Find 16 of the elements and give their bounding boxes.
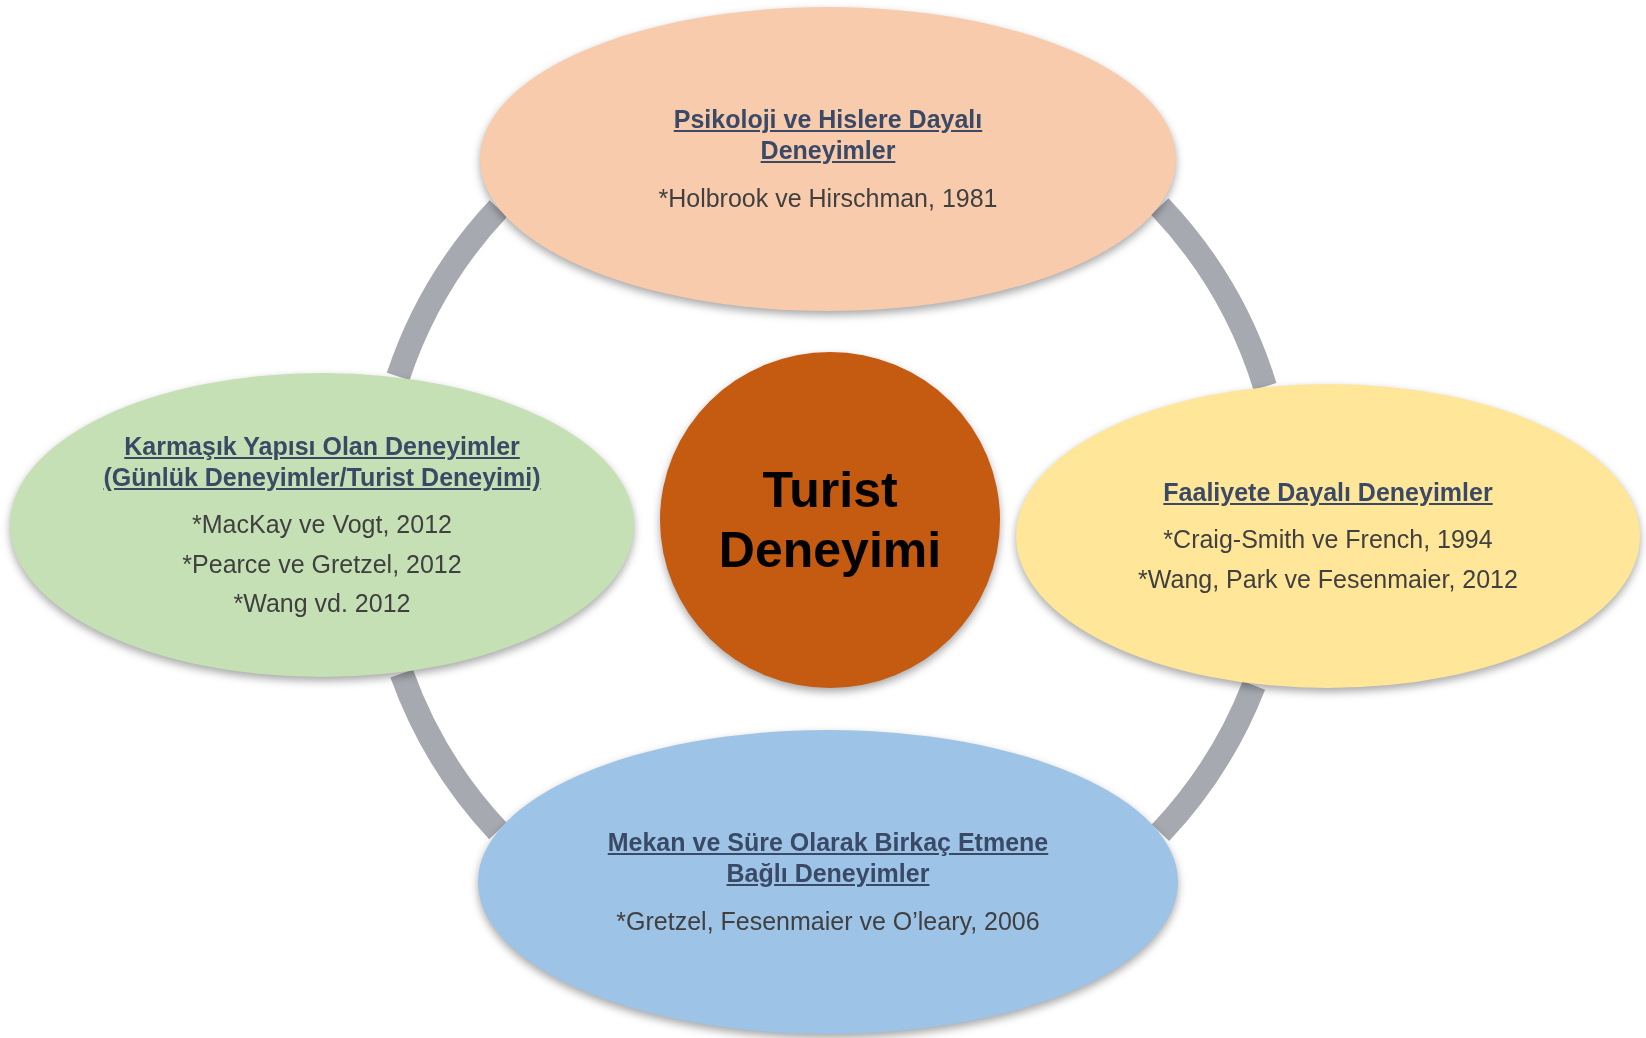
ring-connector <box>387 200 508 381</box>
citation-text: *Wang vd. 2012 <box>233 587 411 619</box>
category-heading: Mekan ve Süre Olarak Birkaç Etmene Bağlı Deneyimler <box>606 827 1050 890</box>
ring-connector <box>1150 198 1277 391</box>
ring-connector <box>390 668 508 839</box>
citation-text: *Holbrook ve Hirschman, 1981 <box>658 182 998 214</box>
citation-text: *Gretzel, Fesenmaier ve O’leary, 2006 <box>616 905 1040 937</box>
center-title: Turist Deneyimi <box>717 461 943 580</box>
citation-text: *Wang, Park ve Fesenmaier, 2012 <box>1138 563 1518 595</box>
citation-text: *Pearce ve Gretzel, 2012 <box>182 548 462 580</box>
citation-text: *MacKay ve Vogt, 2012 <box>192 509 452 541</box>
category-heading: Faaliyete Dayalı Deneyimler <box>1163 477 1493 509</box>
category-heading: Karmaşık Yapısı Olan Deneyimler (Günlük Deneyimler/Turist Deneyimi) <box>102 430 542 494</box>
citation-text: *Craig-Smith ve French, 1994 <box>1163 524 1493 556</box>
category-heading: Psikoloji ve Hislere Dayalı Deneyimler <box>672 104 984 167</box>
ring-connector <box>1151 680 1265 841</box>
